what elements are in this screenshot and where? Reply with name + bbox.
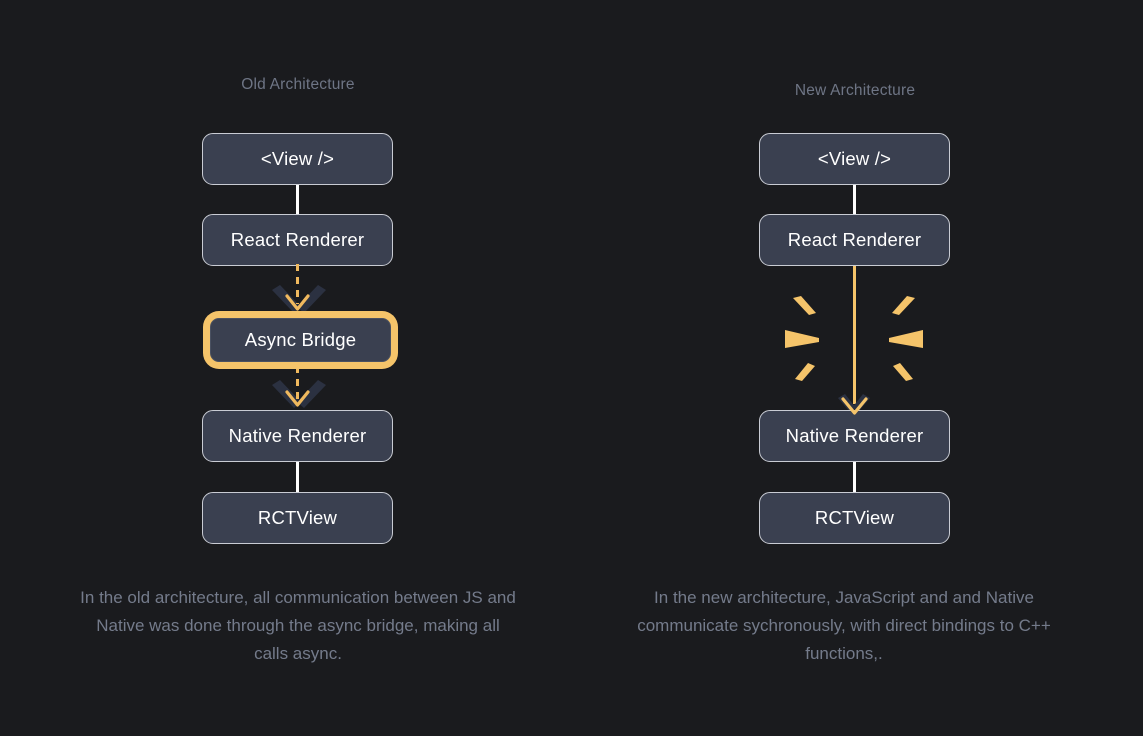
burst-ray-right-bottom [893,363,913,381]
node-label: RCTView [257,507,338,528]
connector-new-react-renderer-to-native-renderer [853,264,856,404]
node-old-react-renderer[interactable]: React Renderer [202,214,393,266]
column-title-old-architecture: Old Architecture [241,76,355,93]
node-label: RCTView [814,507,895,528]
burst-ray-left-top [793,296,816,315]
connector-old-native-renderer-to-rctview [296,460,299,495]
node-label: <View /> [817,148,892,169]
connector-new-native-renderer-to-rctview [853,460,856,495]
node-old-native-renderer[interactable]: Native Renderer [202,410,393,462]
burst-ray-left-bottom [795,363,815,381]
burst-ray-group-right [889,296,923,381]
node-new-react-renderer[interactable]: React Renderer [759,214,950,266]
node-label: Async Bridge [244,329,357,350]
chevron-impact-top [272,285,326,313]
node-label: React Renderer [787,229,922,250]
chevron-impact-bottom [272,380,326,408]
caption-new-architecture: In the new architecture, JavaScript and … [637,588,1051,663]
connector-old-async-bridge-to-native-renderer [296,366,299,405]
node-old-view[interactable]: <View /> [202,133,393,185]
node-label: Native Renderer [785,425,924,446]
node-old-rctview[interactable]: RCTView [202,492,393,544]
node-new-rctview[interactable]: RCTView [759,492,950,544]
connector-old-react-renderer-to-async-bridge [296,264,299,304]
node-label: <View /> [260,148,335,169]
burst-ray-left-middle [785,330,819,348]
connector-new-view-to-react-renderer [853,183,856,218]
column-title-new-architecture: New Architecture [794,82,916,99]
connector-old-view-to-react-renderer [296,183,299,218]
node-new-native-renderer[interactable]: Native Renderer [759,410,950,462]
node-label: React Renderer [230,229,365,250]
burst-ray-right-top [892,296,915,315]
burst-ray-group-left [785,296,819,381]
node-label: Native Renderer [228,425,367,446]
burst-ray-right-middle [889,330,923,348]
node-old-async-bridge-wrapper: Async Bridge [210,318,391,362]
node-old-async-bridge[interactable]: Async Bridge [210,318,391,362]
caption-old-architecture: In the old architecture, all communicati… [80,588,516,663]
node-new-view[interactable]: <View /> [759,133,950,185]
